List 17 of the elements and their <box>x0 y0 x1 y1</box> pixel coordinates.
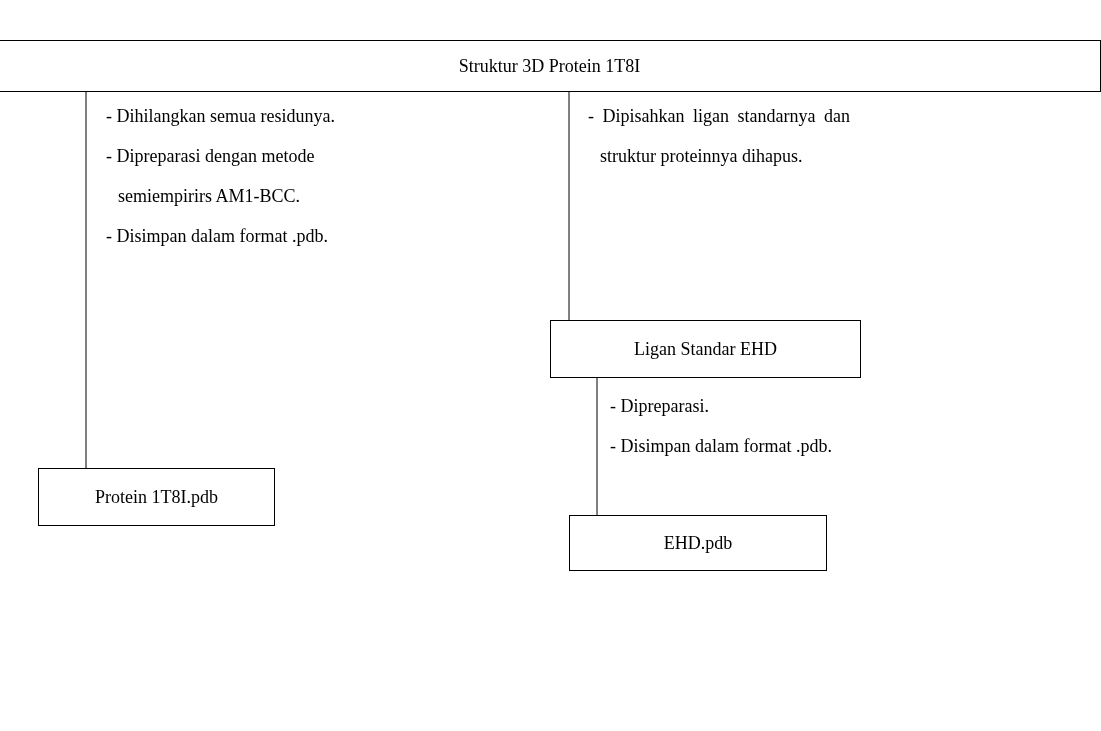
process-box <box>550 320 861 378</box>
box-label: Ligan Standar EHD <box>634 337 777 361</box>
box-label: EHD.pdb <box>663 531 733 555</box>
connector-line <box>568 91 570 321</box>
box-label: Struktur 3D Protein 1T8I <box>458 54 641 78</box>
box-label: Protein 1T8I.pdb <box>95 485 218 509</box>
step-note: - Dipreparasi. <box>610 395 710 418</box>
process-box <box>38 468 275 526</box>
step-note: - Dipreparasi dengan metode semiempirirs AM1-BCC. <box>106 145 316 208</box>
step-note: - Disimpan dalam format .pdb. <box>106 225 329 248</box>
connector-line <box>85 91 87 469</box>
process-box <box>0 40 1101 92</box>
step-note: - Disimpan dalam format .pdb. <box>610 435 833 458</box>
process-box <box>569 515 827 571</box>
step-note: - Dihilangkan semua residunya. <box>106 105 336 128</box>
connector-line <box>596 377 598 516</box>
step-note: - Dipisahkan ligan standarnya dan struktur proteinnya dihapus. <box>588 105 850 168</box>
